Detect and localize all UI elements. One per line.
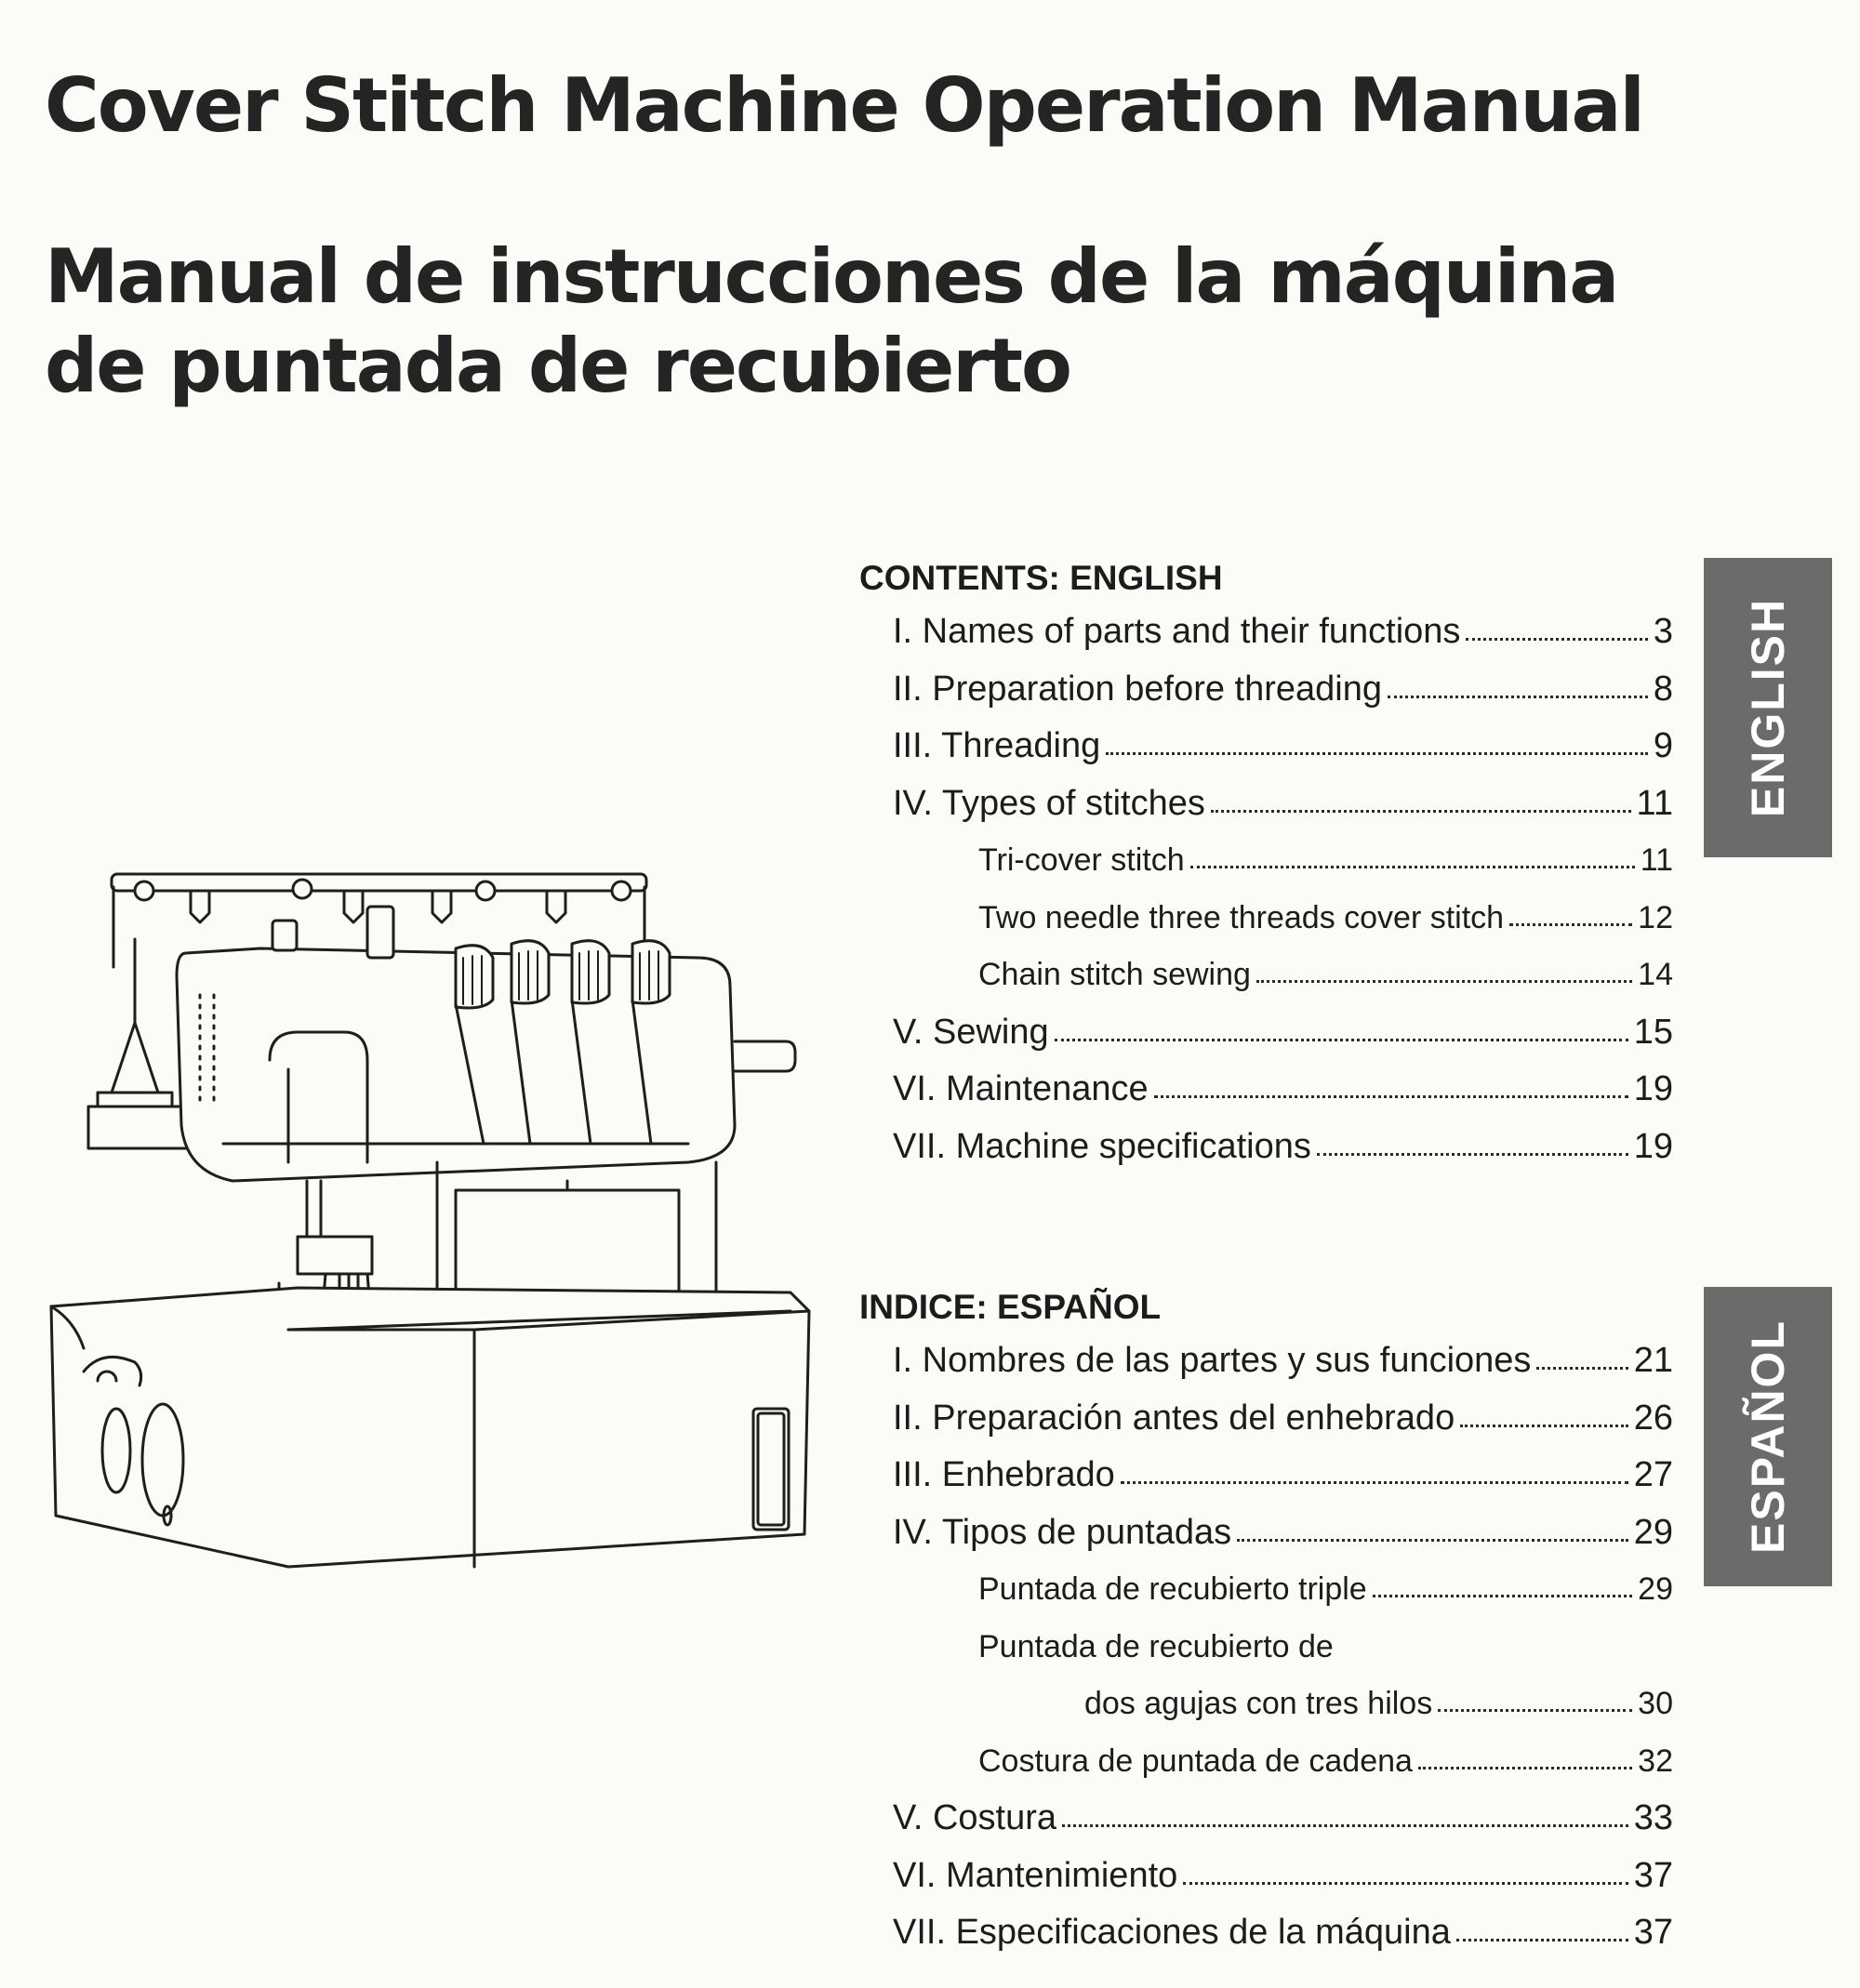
toc-entry-label: VII. Especificaciones de la máquina [893,1913,1451,1952]
dot-leader [1509,922,1633,926]
toc-entry-label: Costura de puntada de cadena [978,1743,1413,1779]
contents-spanish-list: I. Nombres de las partes y sus funciones… [859,1332,1673,1962]
toc-entry[interactable]: dos agujas con tres hilos 30 [859,1676,1673,1733]
toc-entry-page: 37 [1633,1913,1673,1952]
toc-entry-label: II. Preparación antes del enhebrado [893,1398,1455,1438]
cover-stitch-machine-illustration [49,872,811,1569]
dot-leader [1455,1939,1628,1942]
toc-entry-page: 33 [1633,1798,1673,1837]
toc-entry-page: 11 [1636,783,1673,823]
toc-entry-page: 8 [1653,669,1673,709]
contents-english: CONTENTS: ENGLISH I. Names of parts and … [859,553,1673,1175]
toc-entry-page: 9 [1653,726,1673,765]
dot-leader [1536,1367,1628,1370]
toc-entry-page: 21 [1633,1341,1673,1380]
dot-leader [1466,638,1648,641]
toc-entry[interactable]: V. Costura 33 [859,1790,1673,1848]
toc-entry[interactable]: II. Preparación antes del enhebrado 26 [859,1390,1673,1448]
dot-leader [1316,1152,1628,1156]
toc-entry-label: III. Threading [893,726,1101,765]
toc-entry[interactable]: I. Nombres de las partes y sus funciones… [859,1332,1673,1390]
toc-entry-page: 26 [1633,1398,1673,1438]
dot-leader [1388,695,1648,698]
dot-leader [1054,1038,1628,1041]
toc-entry-page: 30 [1638,1686,1673,1721]
toc-entry-page: 19 [1633,1126,1673,1166]
toc-entry-label: I. Nombres de las partes y sus funciones [893,1341,1532,1380]
toc-entry-page: 29 [1638,1571,1673,1607]
toc-entry[interactable]: III. Enhebrado 27 [859,1447,1673,1504]
toc-entry-label: III. Enhebrado [893,1455,1115,1494]
toc-entry-label: IV. Types of stitches [893,783,1205,823]
toc-entry-label: VII. Machine specifications [893,1126,1311,1166]
dot-leader [1189,866,1635,868]
dot-leader [1372,1595,1633,1597]
spanish-section-tab[interactable]: ESPAÑOL [1704,1287,1832,1586]
toc-entry-label: II. Preparation before threading [893,669,1383,709]
toc-entry[interactable]: I. Names of parts and their functions 3 [859,603,1673,661]
dot-leader [1438,1709,1633,1712]
toc-entry[interactable]: Puntada de recubierto triple 29 [859,1561,1673,1619]
toc-entry[interactable]: Chain stitch sewing 14 [859,947,1673,1004]
english-section-tab-label: ENGLISH [1742,597,1794,818]
toc-entry[interactable]: IV. Tipos de puntadas 29 [859,1504,1673,1562]
toc-entry-page: 3 [1653,612,1673,651]
spanish-section-tab-label: ESPAÑOL [1742,1319,1794,1554]
dot-leader [1120,1481,1628,1484]
dot-leader [1237,1538,1628,1542]
toc-entry[interactable]: VII. Especificaciones de la máquina 37 [859,1904,1673,1962]
dot-leader [1153,1095,1628,1098]
toc-entry[interactable]: V. Sewing 15 [859,1004,1673,1062]
toc-entry-page: 19 [1633,1069,1673,1108]
toc-entry-label: V. Costura [893,1798,1057,1837]
english-section-tab[interactable]: ENGLISH [1704,558,1832,857]
toc-entry-label: VI. Mantenimiento [893,1855,1178,1895]
toc-entry-page: 37 [1633,1855,1673,1895]
toc-entry-page: 32 [1638,1743,1673,1779]
toc-entry-page: 11 [1640,842,1673,878]
dot-leader [1183,1881,1628,1885]
dot-leader [1210,809,1631,813]
toc-entry-label: V. Sewing [893,1012,1049,1052]
toc-entry-label: Tri-cover stitch [978,842,1185,878]
dot-leader [1106,752,1648,755]
toc-entry-page: 15 [1633,1012,1673,1052]
toc-entry[interactable]: II. Preparation before threading 8 [859,661,1673,719]
toc-entry[interactable]: III. Threading 9 [859,718,1673,775]
dot-leader [1460,1424,1628,1427]
toc-entry-label: I. Names of parts and their functions [893,612,1461,651]
toc-entry-label: VI. Maintenance [893,1069,1149,1108]
dot-leader [1062,1824,1628,1827]
toc-entry-label: IV. Tipos de puntadas [893,1512,1232,1552]
manual-title-english: Cover Stitch Machine Operation Manual [45,62,1645,149]
toc-entry-label: Puntada de recubierto de [978,1628,1334,1664]
toc-entry-page: 14 [1638,957,1673,992]
toc-entry-page: 29 [1633,1512,1673,1552]
toc-entry-label: Chain stitch sewing [978,957,1251,992]
toc-entry[interactable]: VII. Machine specifications 19 [859,1119,1673,1176]
toc-entry[interactable]: Two needle three threads cover stitch 12 [859,890,1673,948]
contents-spanish-heading: INDICE: ESPAÑOL [859,1288,1162,1326]
toc-entry-label: Two needle three threads cover stitch [978,899,1505,935]
toc-entry-page: 27 [1633,1455,1673,1494]
toc-entry[interactable]: IV. Types of stitches 11 [859,775,1673,833]
dot-leader [1256,980,1633,983]
toc-entry-label: Puntada de recubierto triple [978,1571,1367,1607]
manual-title-spanish: Manual de instrucciones de la máquina de… [45,233,1619,409]
toc-entry[interactable]: Tri-cover stitch 11 [859,832,1673,890]
toc-entry[interactable]: VI. Mantenimiento 37 [859,1848,1673,1905]
toc-entry-label: dos agujas con tres hilos [1084,1686,1433,1721]
toc-entry[interactable]: VI. Maintenance 19 [859,1061,1673,1119]
contents-english-list: I. Names of parts and their functions 3 I… [859,603,1673,1175]
dot-leader [1417,1766,1633,1769]
toc-entry-page: 12 [1638,899,1673,935]
contents-english-heading: CONTENTS: ENGLISH [859,559,1223,597]
toc-entry[interactable]: Puntada de recubierto de [859,1619,1673,1677]
contents-spanish: INDICE: ESPAÑOL I. Nombres de las partes… [859,1282,1673,1962]
toc-entry[interactable]: Costura de puntada de cadena 32 [859,1733,1673,1791]
